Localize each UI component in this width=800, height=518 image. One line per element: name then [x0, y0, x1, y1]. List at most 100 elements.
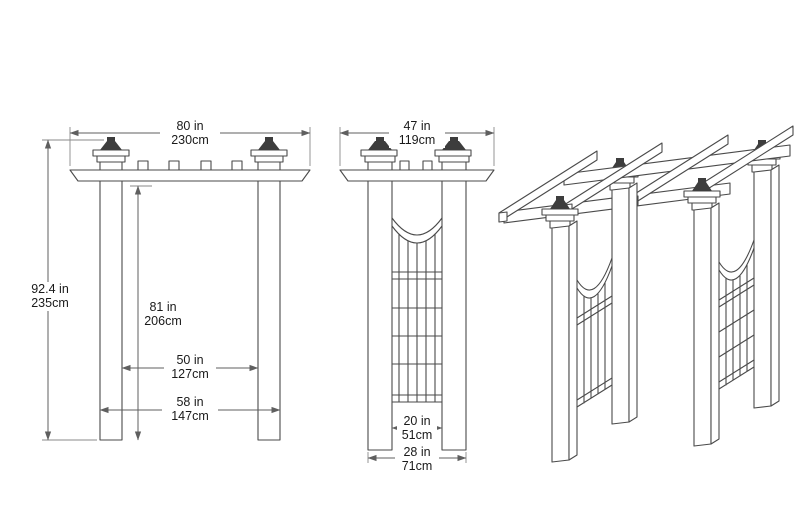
arch-rail	[718, 239, 755, 281]
perspective-view	[498, 125, 794, 463]
dimension-side-depth: 47 in 119cm	[339, 119, 495, 166]
rafter-tail	[422, 160, 433, 171]
back-right-post	[753, 164, 780, 409]
front-right-post-cap	[683, 178, 721, 211]
front-right-post	[693, 202, 720, 447]
dimension-post-outer-width: 58 in 147cm	[99, 394, 281, 424]
post-side	[710, 202, 720, 445]
front-left-post	[551, 220, 578, 463]
dimension-label: 235cm	[31, 296, 69, 310]
dimension-label: 230cm	[171, 133, 209, 147]
cap-tier	[254, 155, 284, 163]
finial	[442, 141, 466, 150]
cap-neck	[441, 161, 467, 171]
dimension-side-inner-depth: 20 in 51cm	[391, 413, 443, 443]
rafter-tail	[137, 160, 149, 171]
post-side	[628, 182, 638, 423]
post-face	[551, 225, 570, 463]
right-side-panel	[718, 239, 755, 390]
left-side-panel	[576, 257, 613, 408]
dimension-label: 50 in	[176, 353, 203, 367]
side-view: 47 in 119cm 20 in 51cm 28 in 71cm	[339, 119, 495, 474]
cap-neck	[99, 161, 123, 171]
side-lattice	[391, 233, 443, 403]
post-face	[693, 207, 712, 447]
post-face	[611, 187, 630, 425]
rafter-end	[498, 211, 508, 223]
dimension-label: 51cm	[402, 428, 433, 442]
label-backing	[160, 119, 220, 148]
label-backing	[397, 413, 437, 443]
dimension-label: 20 in	[403, 414, 430, 428]
dimension-label: 119cm	[399, 133, 436, 147]
finial	[692, 182, 712, 191]
dimension-label: 58 in	[176, 395, 203, 409]
front-post	[367, 180, 393, 451]
front-left-post-cap	[541, 196, 579, 229]
label-backing	[164, 352, 216, 382]
finial-knob	[376, 137, 384, 141]
right-post-cap	[250, 137, 288, 171]
dimension-label: 206cm	[144, 314, 182, 328]
label-backing	[389, 119, 445, 148]
left-post-cap	[92, 137, 130, 171]
dimension-label: 92.4 in	[31, 282, 69, 296]
post-side	[568, 220, 578, 461]
dimension-front-width: 80 in 230cm	[69, 119, 311, 166]
rafter-tail	[168, 160, 180, 171]
cap-plate	[92, 149, 130, 157]
rafter-tail	[231, 160, 243, 171]
finial-knob	[758, 140, 766, 144]
post-side	[770, 164, 780, 407]
cap-tier	[96, 155, 126, 163]
cap-plate	[434, 149, 472, 157]
finial	[550, 200, 570, 209]
label-backing	[22, 282, 79, 311]
dimension-label: 147cm	[171, 409, 209, 423]
rafter-tail	[200, 160, 212, 171]
cap-neck	[257, 161, 281, 171]
cap-plate	[360, 149, 398, 157]
back-post	[441, 180, 467, 451]
front-view: 80 in 230cm 92.4 in 235cm 81 in 206cm 50…	[22, 119, 311, 441]
panel-lattice	[576, 282, 613, 408]
header-beam	[339, 169, 495, 182]
finial-knob	[616, 158, 624, 162]
dimension-side-outer-depth: 28 in 71cm	[367, 444, 467, 474]
dimension-label: 71cm	[402, 459, 433, 473]
cap-plate	[541, 208, 579, 216]
panel-lattice	[718, 264, 755, 390]
rafter-tail	[399, 160, 410, 171]
cap-neck	[367, 161, 393, 171]
cross-rafters	[498, 125, 794, 223]
finial-knob	[265, 137, 273, 141]
finial	[258, 141, 280, 150]
dimension-label: 47 in	[403, 119, 430, 133]
left-post	[99, 180, 123, 441]
dimension-label: 80 in	[176, 119, 203, 133]
post-face	[753, 169, 772, 409]
finial-knob	[698, 178, 706, 182]
finial-knob	[556, 196, 564, 200]
header-beam	[69, 169, 311, 182]
arch-rail	[576, 257, 613, 299]
dimension-label: 28 in	[403, 445, 430, 459]
dimension-label: 127cm	[171, 367, 209, 381]
cap-tier	[364, 155, 396, 163]
front-post-cap	[360, 137, 398, 171]
finial	[368, 141, 392, 150]
back-post-cap	[434, 137, 472, 171]
cap-tier	[545, 214, 575, 222]
dimension-inner-width: 50 in 127cm	[121, 352, 259, 382]
cap-tier	[687, 196, 717, 204]
dimension-overall-height: 92.4 in 235cm	[22, 139, 104, 441]
extension-lines	[42, 139, 104, 441]
cap-plate	[683, 190, 721, 198]
dimension-inner-height: 81 in 206cm	[130, 185, 182, 441]
rafter-tails	[137, 160, 243, 171]
label-backing	[162, 394, 218, 424]
finial-knob	[107, 137, 115, 141]
right-post	[257, 180, 281, 441]
